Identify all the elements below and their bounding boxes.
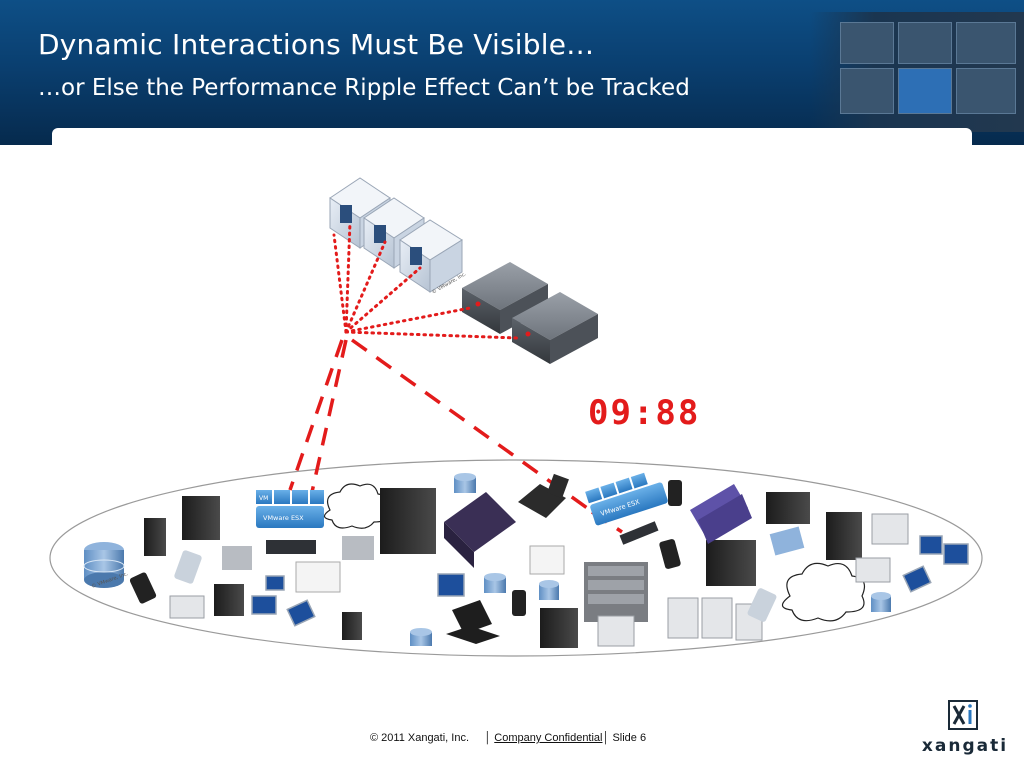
content-panel-top (52, 128, 972, 168)
xangati-logo-text: xangati (921, 736, 1009, 756)
slide-footer: © 2011 Xangati, Inc. │ Company Confident… (370, 732, 646, 744)
server-blade (619, 521, 659, 545)
footer-separator: │ (472, 732, 492, 744)
server-appliance-2 (512, 292, 598, 364)
digital-timer: 09:88 (588, 393, 700, 433)
xangati-logo: xangati (920, 700, 1010, 760)
vm-label: VM (259, 495, 268, 502)
vmware-esx-host-right: VMware ESX (585, 472, 668, 526)
blade-chassis (222, 536, 648, 622)
vmware-esx-host-left: VM VMware ESX (256, 490, 324, 554)
server-appliance-1 (462, 262, 548, 334)
network-cloud-2 (781, 562, 865, 622)
slide-header: Dynamic Interactions Must Be Visible… …o… (0, 0, 1024, 145)
footer-confidential: Company Confidential (494, 732, 603, 744)
footer-separator-2: │ (602, 732, 610, 744)
laptop (446, 600, 500, 644)
footer-copyright: © 2011 Xangati, Inc. (370, 732, 470, 744)
header-dashboard-graphic (810, 12, 1024, 132)
mobile-phones (129, 480, 777, 622)
esx-label-left: VMware ESX (263, 514, 304, 522)
xangati-logo-mark-icon (948, 700, 978, 730)
monitors (251, 535, 969, 627)
dotted-interaction-lines (332, 220, 520, 340)
footer-slide-number: Slide 6 (612, 732, 647, 744)
slide-subtitle: …or Else the Performance Ripple Effect C… (38, 75, 690, 101)
slide-title: Dynamic Interactions Must Be Visible… (38, 28, 595, 61)
small-devices (769, 526, 805, 556)
database-small (410, 473, 891, 646)
ip-phone (518, 473, 569, 518)
database-large (83, 542, 125, 588)
white-storage-units (169, 513, 909, 647)
storage-array-purple (444, 484, 752, 568)
server-racks (144, 488, 862, 648)
workstation-cube-3 (399, 219, 463, 293)
dashboard-screenshots (295, 545, 565, 593)
